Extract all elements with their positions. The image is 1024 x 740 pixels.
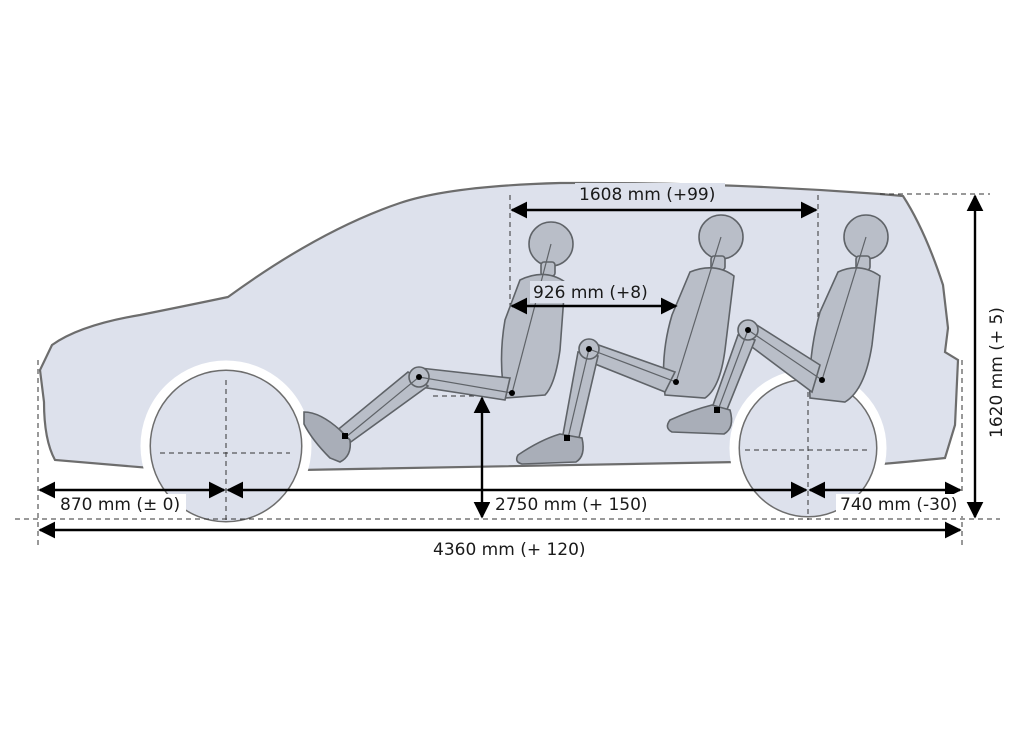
occupant-figure-icon (515, 214, 744, 465)
height-label: 1620 mm (+ 5) (987, 307, 1007, 438)
label-backdrop (836, 494, 964, 516)
front-overhang-label: 870 mm (± 0) (60, 495, 180, 515)
reference-lines (15, 193, 1000, 545)
knee-room-label: 926 mm (+8) (533, 283, 648, 303)
label-backdrop (56, 494, 186, 516)
dimension-arrow-icon (38, 194, 984, 539)
label-backdrop (490, 494, 658, 516)
overall-length-label: 4360 mm (+ 120) (433, 540, 586, 560)
label-backdrop (575, 183, 725, 205)
interior-length-label: 1608 mm (+99) (579, 185, 715, 205)
label-backdrop (530, 281, 658, 303)
occupant-figure-icon (666, 214, 889, 435)
wheelbase-label: 2750 mm (+ 150) (495, 495, 648, 515)
rear-overhang-label: 740 mm (-30) (840, 495, 957, 515)
